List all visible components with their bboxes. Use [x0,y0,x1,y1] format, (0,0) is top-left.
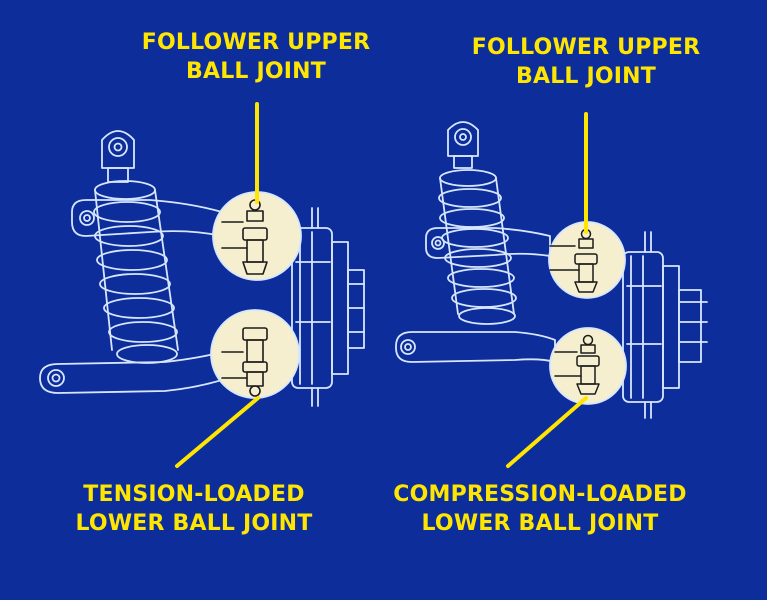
right-lower-ball-joint [549,327,627,405]
right-lower-control-arm [395,331,556,363]
left-lower-leader-line [175,396,260,468]
left-upper-control-arm [71,199,223,237]
left-shock-top-mount [101,130,135,183]
left-upper-label-line-1: FOLLOWER UPPER [141,30,371,55]
left-upper-ball-joint-label: FOLLOWER UPPER BALL JOINT [130,28,382,86]
left-lower-ball-joint [210,309,300,399]
left-lower-label-line-1: TENSION-LOADED [83,482,305,507]
left-upper-ball-joint [212,191,302,281]
right-coil-spring [438,169,517,325]
right-shock-top-mount [447,121,479,169]
right-lower-ball-joint-label: COMPRESSION-LOADED LOWER BALL JOINT [372,480,708,538]
right-upper-control-arm [425,227,551,259]
left-coil-spring [93,180,179,364]
left-lower-control-arm [39,351,223,394]
left-knuckle-hub [291,207,365,407]
right-upper-ball-joint [548,221,626,299]
right-knuckle-hub [622,231,708,419]
right-assembly [395,121,708,419]
left-lower-label-line-2: LOWER BALL JOINT [75,511,313,536]
right-lower-label-line-1: COMPRESSION-LOADED [393,482,687,507]
right-upper-label-line-2: BALL JOINT [516,64,656,89]
right-lower-leader-line [506,396,588,468]
right-upper-label-line-1: FOLLOWER UPPER [471,35,701,60]
left-lower-ball-joint-label: TENSION-LOADED LOWER BALL JOINT [58,480,330,538]
left-assembly [39,130,365,407]
left-upper-label-line-2: BALL JOINT [186,59,326,84]
right-lower-label-line-2: LOWER BALL JOINT [421,511,659,536]
right-upper-ball-joint-label: FOLLOWER UPPER BALL JOINT [460,33,712,91]
